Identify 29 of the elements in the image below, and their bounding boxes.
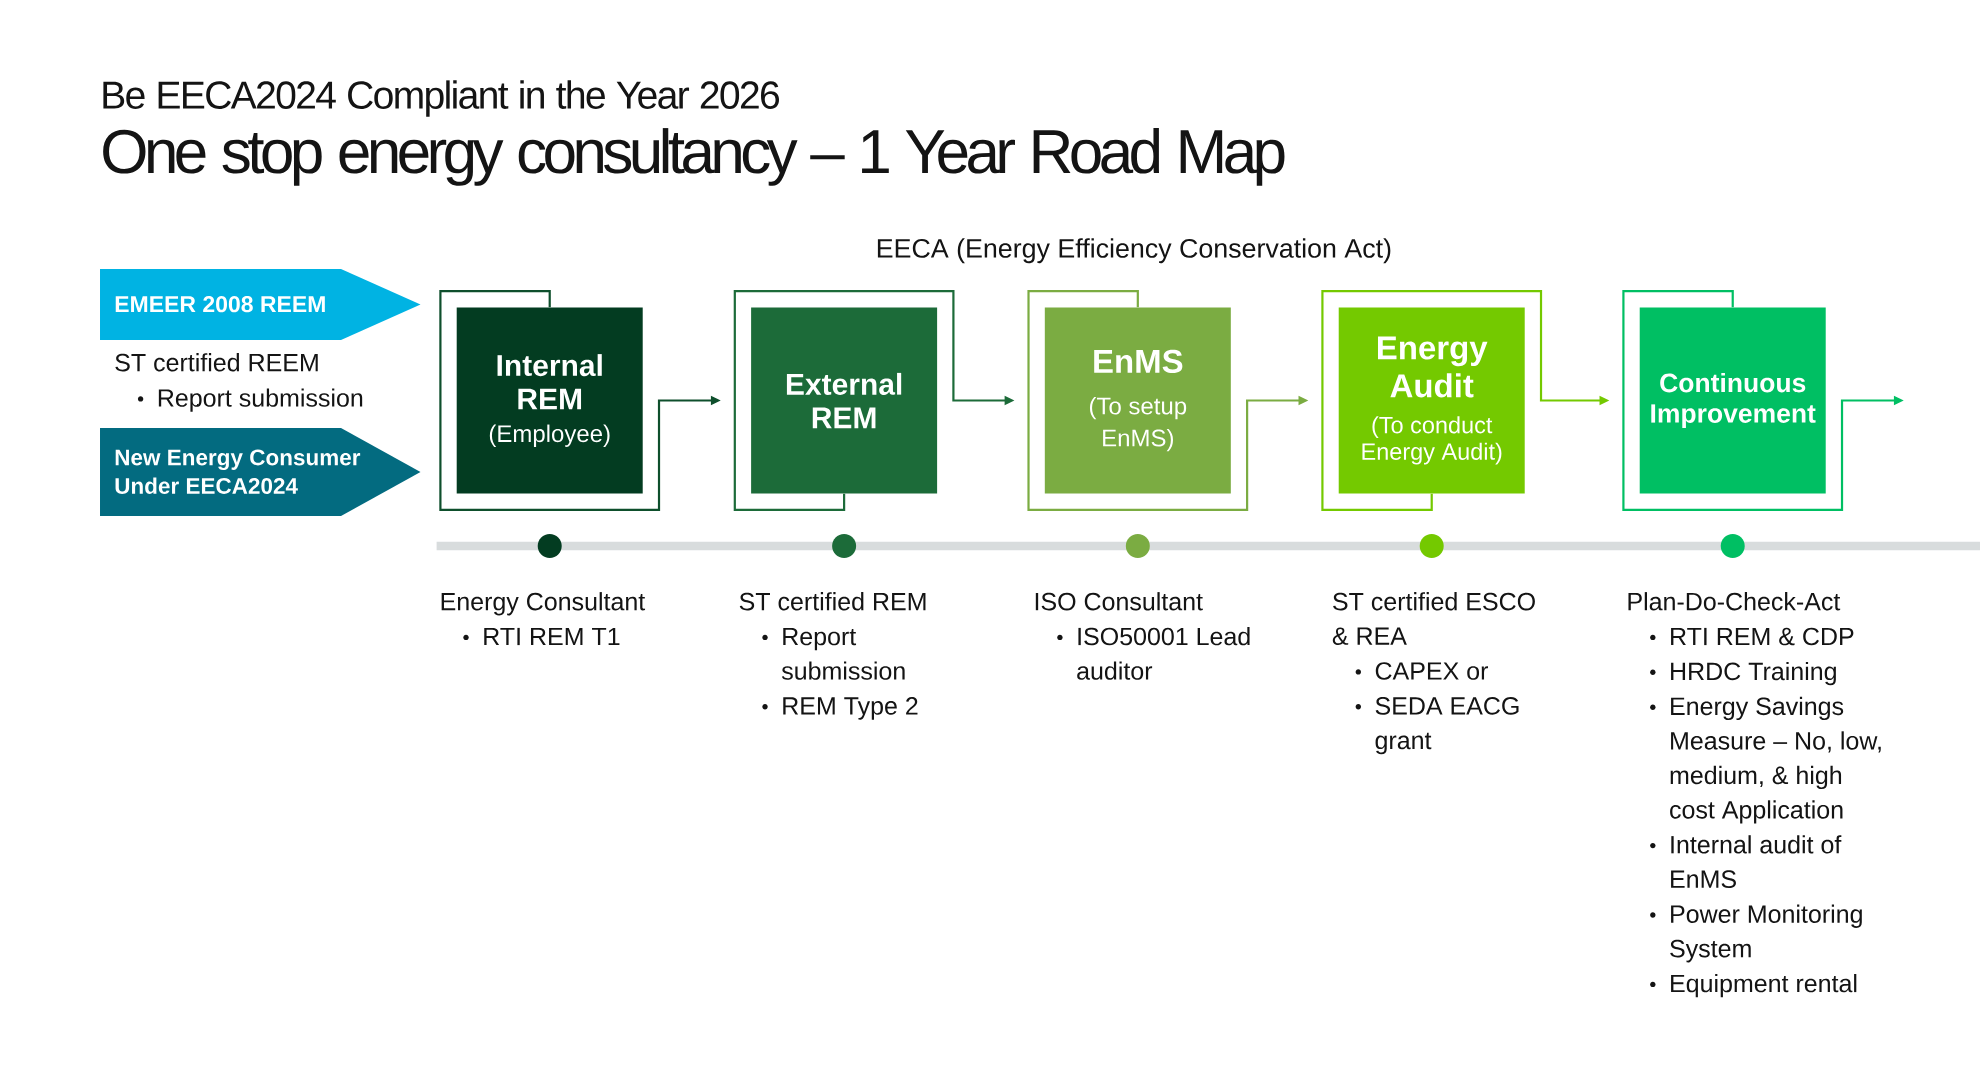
list-item: Equipment rental: [1671, 974, 1857, 998]
heading: EECA (Energy Efficiency Conservation Act): [877, 238, 1391, 264]
list-item: REM Type 2: [783, 697, 918, 720]
list-item: SEDA EACG grant: [1375, 697, 1519, 755]
list-item: Report submission: [781, 627, 905, 680]
column-heading: ST certified REM: [739, 592, 926, 611]
title: One stop energy consultancy – 1 Year Road Map: [103, 128, 1285, 186]
list-item: Power Monitoring System: [1670, 904, 1862, 963]
list-item: Internal audit of EnMS: [1671, 835, 1842, 889]
list-item: HRDC Training: [1671, 661, 1836, 686]
column-heading: ST certified ESCO & REA: [1332, 592, 1535, 645]
column-heading: ST certified REEM: [115, 353, 318, 372]
column-heading: ISO Consultant: [1035, 592, 1203, 611]
subtitle: Be EECA2024 Compliant in the Year 2026: [103, 80, 779, 117]
list-item: RTI REM & CDP: [1671, 627, 1854, 646]
step-box: Energy Audit (To conduct Energy Audit): [1338, 307, 1525, 494]
list-item: RTI REM T1: [484, 627, 620, 646]
step-box: Continuous Improvement: [1639, 307, 1826, 494]
list-item: ISO50001 Lead auditor: [1077, 627, 1250, 680]
arrow-banner: New Energy Consumer Under EECA2024: [100, 428, 421, 516]
step-box: External REM: [751, 307, 938, 494]
list-item: Energy Savings Measure – No, low, medium, & high cost Application: [1670, 696, 1881, 824]
list-item: Report submission: [158, 388, 363, 412]
step-box: Internal REM (Employee): [456, 307, 643, 494]
step-box: EnMS (To setup EnMS): [1044, 307, 1231, 494]
arrow-banner: EMEER 2008 REEM: [100, 269, 421, 340]
list-item: CAPEX or: [1375, 662, 1488, 680]
column-heading: Plan-Do-Check-Act: [1628, 592, 1841, 611]
column-heading: Energy Consultant: [441, 592, 646, 616]
